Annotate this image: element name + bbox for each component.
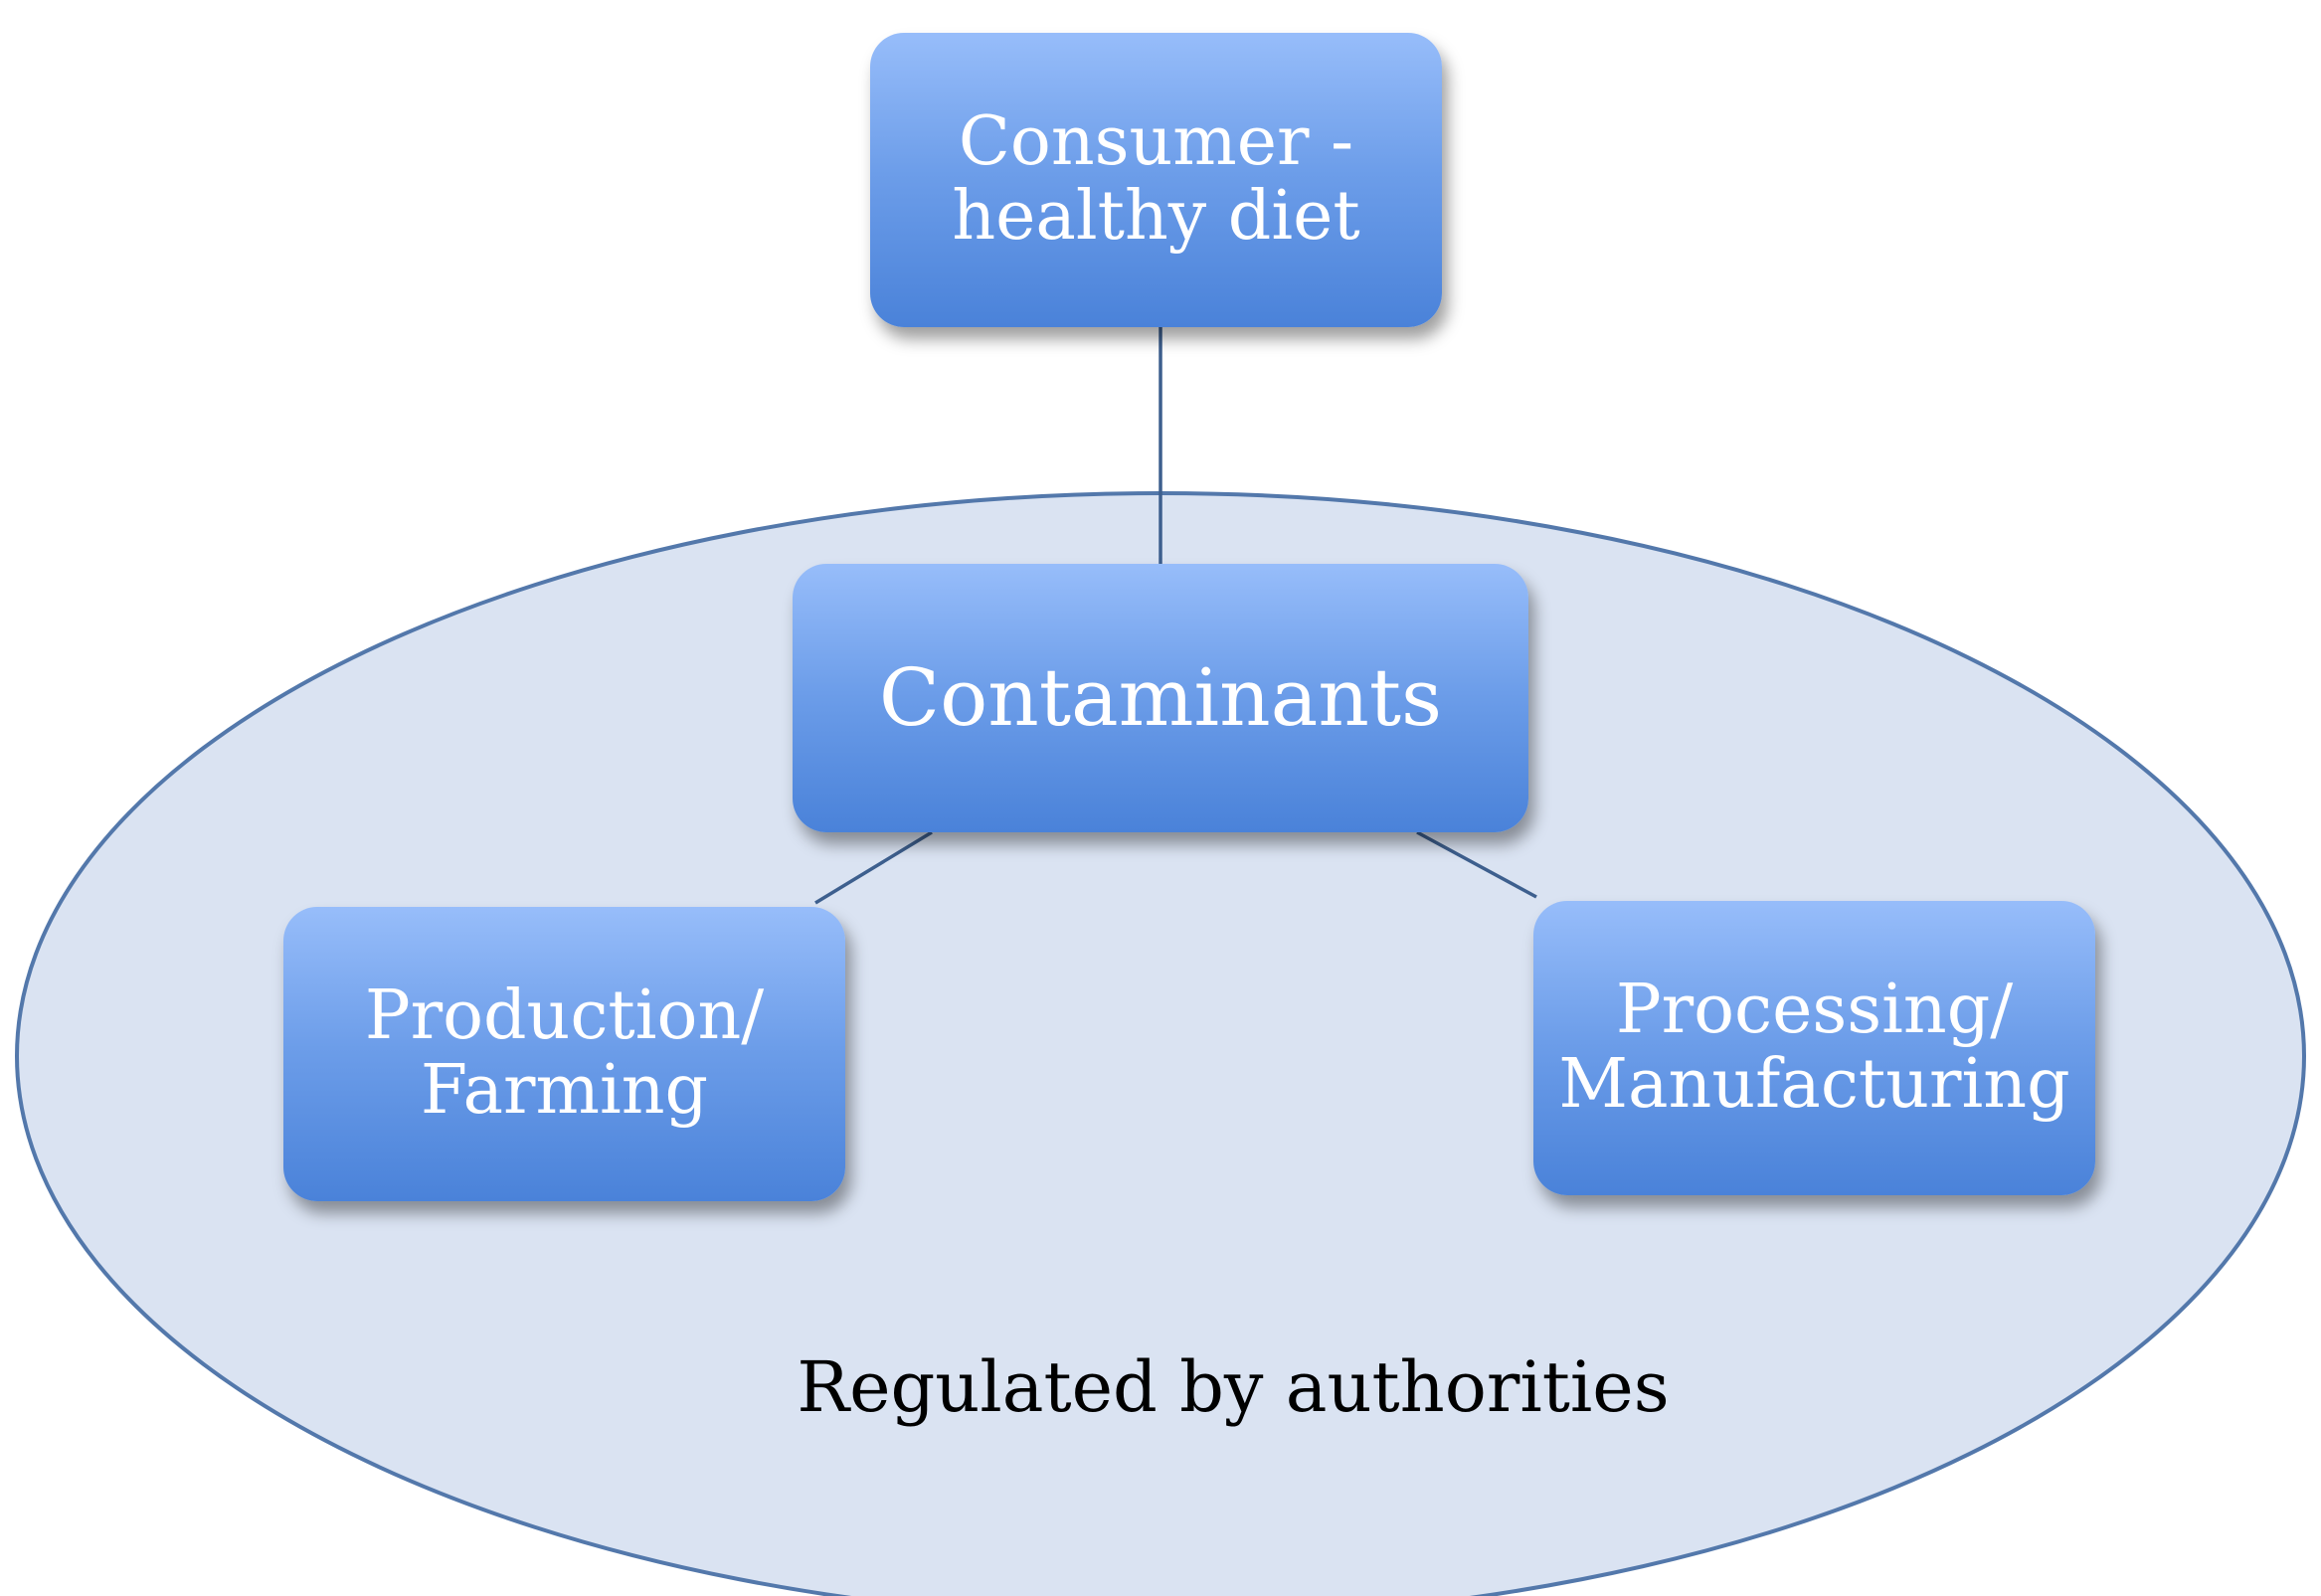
regulation-caption: Regulated by authorities [797,1346,1670,1428]
node-consumer-healthy-diet: Consumer - healthy diet [870,33,1442,327]
connector-contaminants-processing [1416,830,1537,899]
connector-contaminants-production [814,830,933,905]
node-production-farming: Production/ Farming [283,907,845,1201]
node-contaminants: Contaminants [793,564,1528,832]
node-processing-manufacturing: Processing/ Manufacturing [1533,901,2095,1195]
